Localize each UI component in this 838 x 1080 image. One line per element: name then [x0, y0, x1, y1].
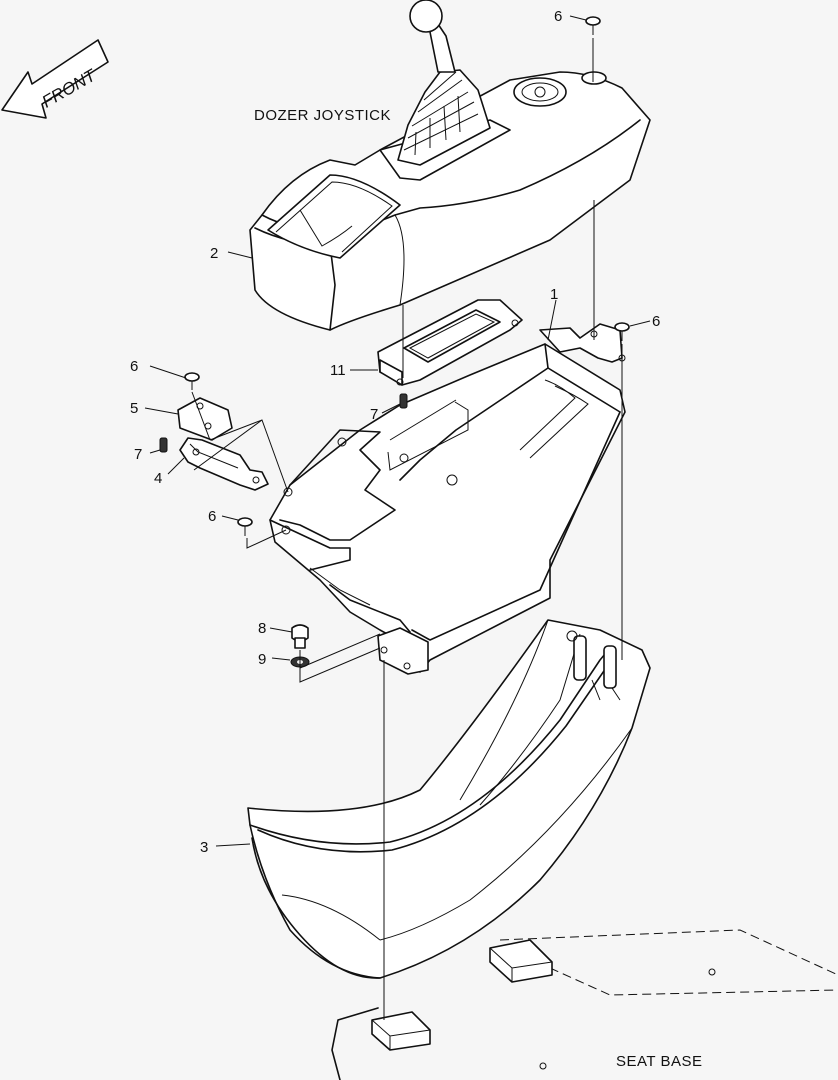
- assembly-guide-lines: [191, 38, 623, 1020]
- callout-7-left: 7: [134, 446, 142, 463]
- bolt-8: [291, 624, 309, 649]
- bolt-7-left: [159, 437, 168, 453]
- callout-6-top: 6: [554, 8, 562, 25]
- callout-1: 1: [550, 286, 558, 303]
- bracket-frame: [269, 323, 626, 675]
- screw-6-left: [184, 372, 200, 390]
- callout-11: 11: [330, 362, 346, 379]
- callout-3: 3: [200, 839, 208, 856]
- plate-part-11: [377, 299, 523, 386]
- screw-6-right: [614, 322, 630, 341]
- callout-6-left: 6: [130, 358, 138, 375]
- callout-7-upper: 7: [370, 406, 378, 423]
- callout-6-right: 6: [652, 313, 660, 330]
- lower-console-box: [247, 619, 651, 979]
- upper-console-cover: [249, 0, 651, 331]
- callout-5: 5: [130, 400, 138, 417]
- screw-6-lower: [237, 517, 253, 536]
- callout-8: 8: [258, 620, 266, 637]
- callout-6-lower: 6: [208, 508, 216, 525]
- screw-6-top: [585, 16, 601, 35]
- callout-leaders: [144, 15, 651, 847]
- callout-4: 4: [154, 470, 162, 487]
- bracket-part-4: [179, 437, 269, 491]
- bracket-part-5: [177, 397, 233, 441]
- front-direction-arrow: FRONT: [1, 39, 109, 119]
- callout-9: 9: [258, 651, 266, 668]
- callout-2: 2: [210, 245, 218, 262]
- dozer-joystick-caption: DOZER JOYSTICK: [254, 107, 391, 124]
- bolt-7-upper: [399, 393, 408, 409]
- seat-base: SEAT BASE: [331, 929, 838, 1080]
- seat-base-caption: SEAT BASE: [616, 1053, 702, 1070]
